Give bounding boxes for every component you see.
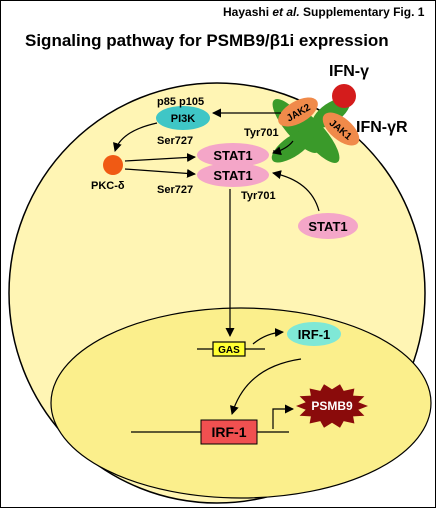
nucleus <box>50 307 432 499</box>
ifn-gamma-ligand <box>332 84 356 108</box>
ifn-gamma-label: IFN-γ <box>329 63 369 80</box>
irf1-gene-box <box>200 419 258 445</box>
arrow-stat1-recruit <box>272 170 320 212</box>
arrow-pkc-to-stat1-top <box>124 152 196 162</box>
stat1-free-shape <box>298 213 358 239</box>
jak1-shape <box>322 112 360 146</box>
pkc-delta-label: PKC-δ <box>91 180 125 192</box>
gas-label: GAS <box>218 345 240 356</box>
jak2-shape <box>278 97 318 127</box>
arrow-jak-to-stat1-top <box>272 140 294 156</box>
stat1-top-shape <box>197 143 269 167</box>
ser727-top-label: Ser727 <box>157 135 194 147</box>
figure-title: Signaling pathway for PSMB9/β1i expressi… <box>25 31 389 50</box>
stat1-bottom-label: STAT1 <box>213 168 252 183</box>
stat1-free-label: STAT1 <box>308 219 347 234</box>
pi3k-label: PI3K <box>171 113 196 125</box>
ser727-bottom-label: Ser727 <box>157 184 194 196</box>
arrow-irf1-to-gene <box>229 358 302 415</box>
arrow-pi3k-to-pkc <box>112 122 158 152</box>
stat1-bottom-shape <box>197 163 269 187</box>
figure-caption: Hayashi et al. Supplementary Fig. 1 <box>223 5 424 19</box>
arrow-pkc-to-stat1-bottom <box>124 168 196 178</box>
tyr701-bottom-label: Tyr701 <box>241 190 276 202</box>
ifn-gamma-r-label: IFN-γR <box>356 119 408 136</box>
psmb9-shape <box>296 384 368 428</box>
arrow-gas-to-irf1 <box>252 327 284 345</box>
irf1-protein-shape <box>287 322 341 346</box>
caption-author: Hayashi <box>223 5 273 19</box>
stat1-top-label: STAT1 <box>213 148 252 163</box>
arrow-transcription-psmb9 <box>272 404 294 429</box>
tyr701-top-label: Tyr701 <box>244 127 279 139</box>
psmb9-label: PSMB9 <box>311 399 353 413</box>
pkc-delta-shape <box>103 155 123 175</box>
pi3k-shape <box>156 106 210 130</box>
caption-rest: Supplementary Fig. 1 <box>299 5 425 19</box>
irf1-gene-label: IRF-1 <box>212 424 247 440</box>
gas-element <box>212 341 246 357</box>
irf1-protein-label: IRF-1 <box>298 327 331 342</box>
caption-etal: et al. <box>272 5 300 19</box>
p85-p105-label: p85 p105 <box>157 96 205 108</box>
